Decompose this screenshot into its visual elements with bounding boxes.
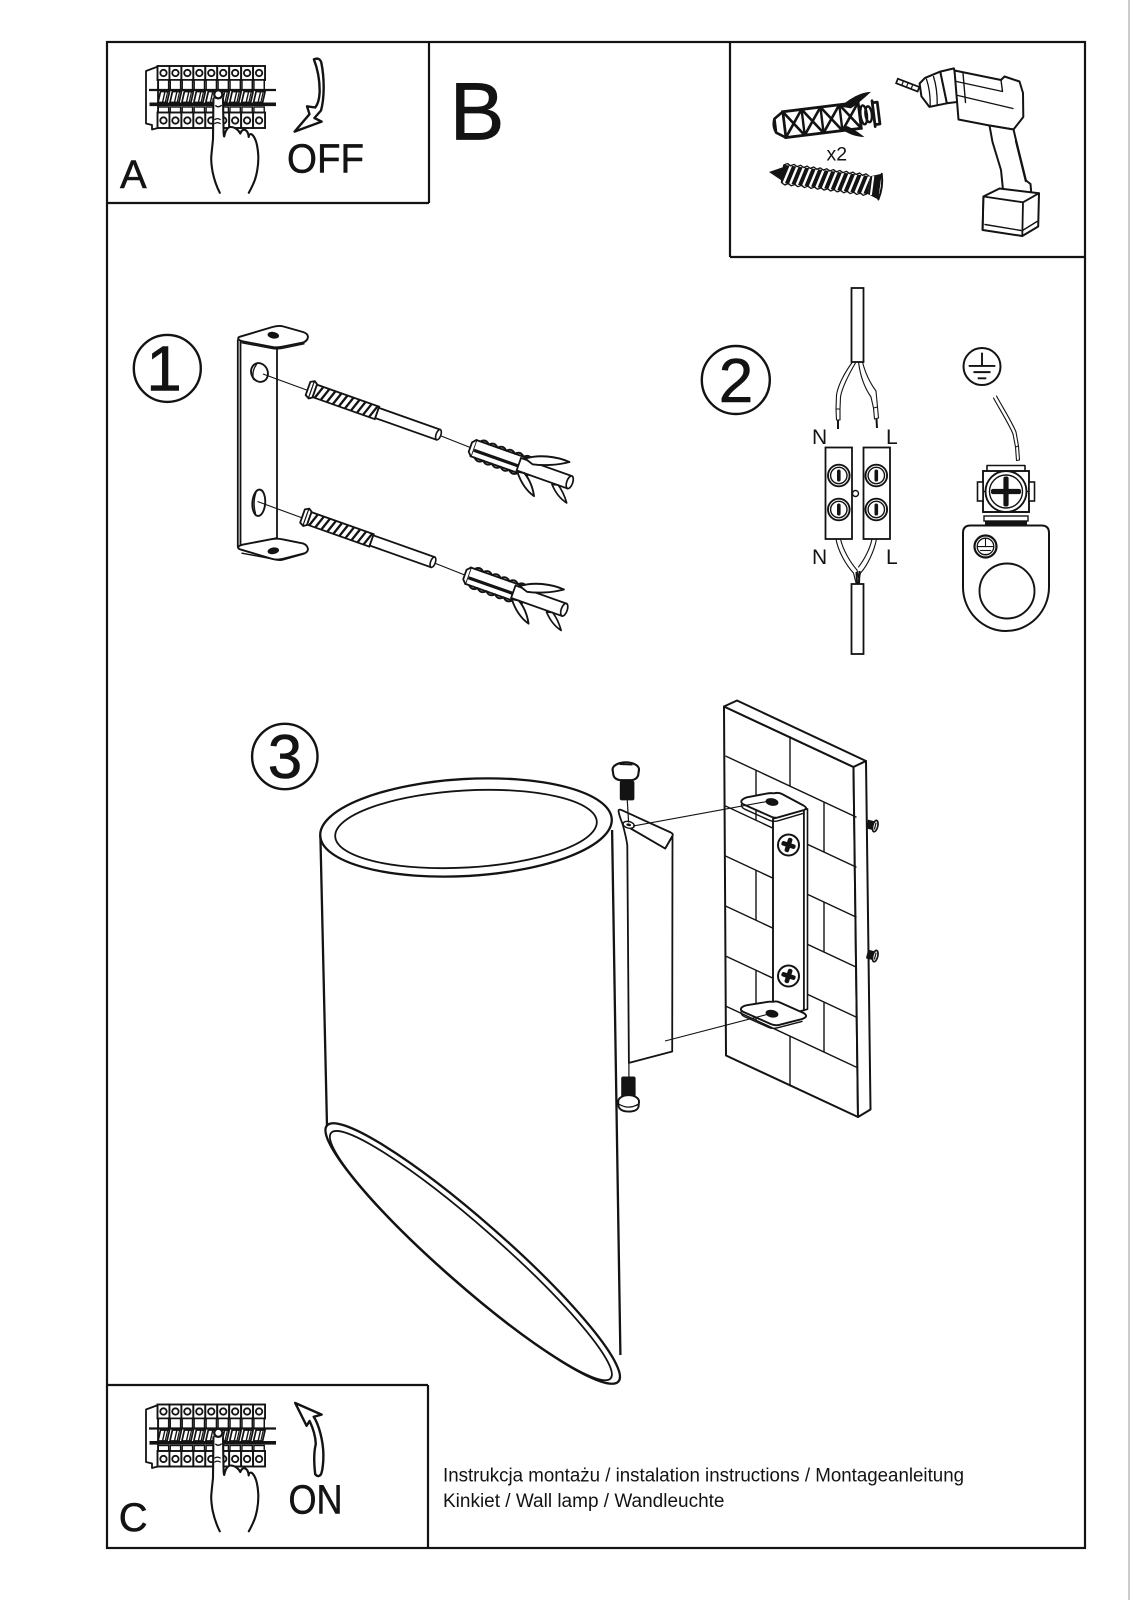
svg-text:2: 2 bbox=[719, 347, 753, 416]
svg-text:Instrukcja montażu / instalati: Instrukcja montażu / instalation instruc… bbox=[443, 1466, 964, 1487]
svg-text:C: C bbox=[119, 1496, 148, 1540]
svg-text:N: N bbox=[812, 426, 827, 449]
svg-text:A: A bbox=[120, 153, 147, 197]
svg-text:Kinkiet / Wall lamp / Wandleuc: Kinkiet / Wall lamp / Wandleuchte bbox=[443, 1491, 725, 1512]
svg-text:x2: x2 bbox=[827, 143, 848, 165]
svg-text:B: B bbox=[450, 67, 505, 158]
svg-text:L: L bbox=[886, 426, 898, 449]
svg-text:1: 1 bbox=[146, 333, 182, 405]
svg-text:OFF: OFF bbox=[287, 136, 364, 182]
svg-text:L: L bbox=[886, 546, 898, 569]
svg-text:ON: ON bbox=[289, 1477, 343, 1523]
svg-text:N: N bbox=[812, 546, 827, 569]
svg-text:3: 3 bbox=[268, 723, 302, 792]
